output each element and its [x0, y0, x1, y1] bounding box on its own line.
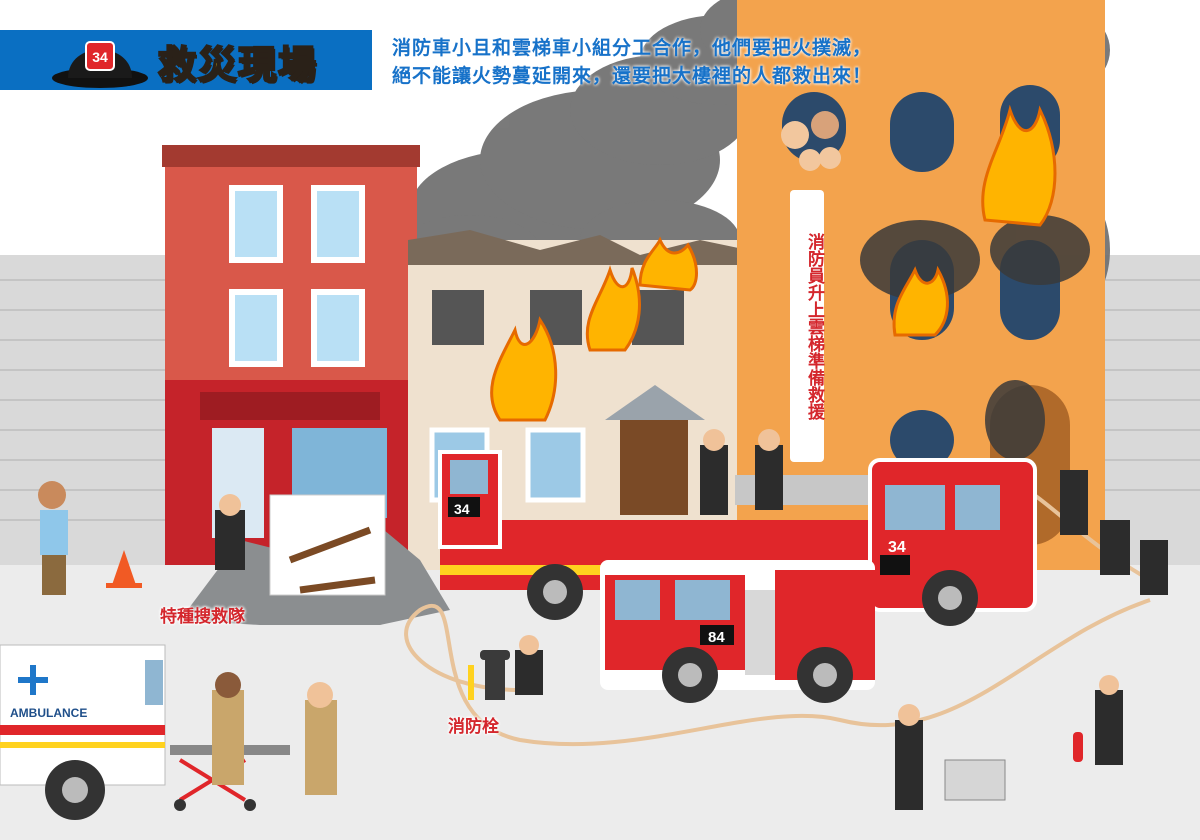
intro-line-2: 絕不能讓火勢蔓延開來，還要把大樓裡的人都救出來！ — [392, 65, 873, 87]
family-in-window — [781, 111, 841, 171]
fire-helmet-icon: 34 — [52, 41, 148, 88]
helmet-number: 34 — [92, 49, 108, 65]
firefighters — [215, 429, 1168, 810]
ladder-rescue-caption: 消防員升上雲梯準備救援 — [790, 190, 824, 462]
hydrant-label: 消防栓 — [448, 717, 499, 737]
ladder-cab-number: 34 — [888, 539, 906, 556]
rescue-team-label: 特種搜救隊 — [160, 607, 245, 627]
fire-extinguisher — [1073, 732, 1083, 762]
grey-brick-wall — [0, 255, 1200, 565]
control-console — [944, 759, 1006, 801]
intro-line-1: 消防車小且和雲梯車小組分工合作，他們要把火撲滅， — [392, 37, 873, 59]
ladder-truck-number: 34 — [454, 501, 470, 517]
ambulance-label: AMBULANCE — [10, 706, 87, 720]
fire-flames — [490, 104, 1057, 422]
rubble-pile — [180, 494, 450, 625]
ambulance — [0, 644, 166, 820]
fire-engine-84 — [600, 560, 875, 703]
paramedics — [212, 672, 337, 795]
page-title: 救災現場 — [157, 42, 319, 88]
bystander — [38, 481, 68, 595]
engine-number: 84 — [708, 629, 725, 646]
traffic-cone — [106, 550, 142, 588]
intro-text: 消防車小且和雲梯車小組分工合作，他們要把火撲滅， 絕不能讓火勢蔓延開來，還要把大… — [392, 34, 1012, 90]
fire-hydrant — [468, 650, 510, 700]
